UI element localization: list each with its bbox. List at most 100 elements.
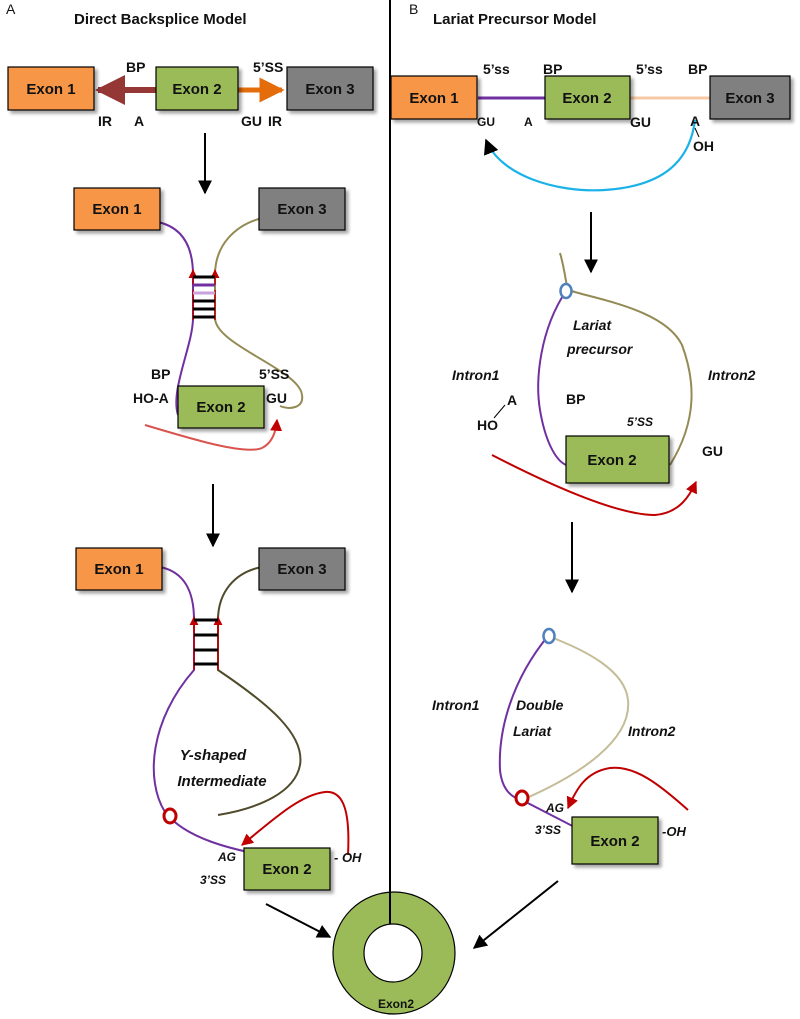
b1-exon1-box <box>390 75 478 120</box>
b3-intron1-label: Intron1 <box>432 697 480 713</box>
b2-ho-label: HO <box>477 417 498 433</box>
b3-exon2-box <box>571 816 659 865</box>
b3-exon2-label: Exon 2 <box>590 833 639 850</box>
a1-exon1-label: Exon 1 <box>26 81 75 98</box>
panel-b-title: Lariat Precursor Model <box>433 11 596 28</box>
b3-double-line1: Double <box>516 697 564 713</box>
a3-pairing-rungs <box>194 618 218 666</box>
a-row2: Exon 1 Exon 3 Exon 2 BP 5’SS HO-A GU <box>73 187 346 451</box>
b3-top-circle <box>542 627 556 645</box>
a1-exon1-box <box>7 66 95 111</box>
b2-bp-label: BP <box>566 391 585 407</box>
a1-exon3-box <box>286 66 374 111</box>
circular-rna: Exon2 <box>332 891 456 1015</box>
b3-intron2-label: Intron2 <box>628 723 676 739</box>
b2-intron2-strand <box>559 252 693 466</box>
b1-cyan-arrow <box>484 119 697 192</box>
a3-exon3-label: Exon 3 <box>277 561 326 578</box>
b1-bp-right-label: BP <box>688 61 707 77</box>
b3-double-line2: Lariat <box>513 723 552 739</box>
a2-exon1-label: Exon 1 <box>92 201 141 218</box>
b2-intron1-label: Intron1 <box>452 367 500 383</box>
panel-a-title: Direct Backsplice Model <box>74 11 247 28</box>
b1-a-oh-tick <box>694 127 700 138</box>
a1-exon3-label: Exon 3 <box>305 81 354 98</box>
a1-a-label: A <box>134 113 144 129</box>
a2-exon2-label: Exon 2 <box>196 399 245 416</box>
a1-bp-label: BP <box>126 59 145 75</box>
b-to-circ-arrow <box>472 880 559 949</box>
a2-ho-a-label: HO-A <box>133 390 169 406</box>
b1-gu-left-label: GU <box>477 115 495 129</box>
a2-ligation-arrow <box>144 418 283 451</box>
a3-lariat-circle <box>162 807 178 825</box>
b2-lariat-circle <box>559 282 573 300</box>
a1-exon2-box <box>155 66 239 111</box>
panel-a-letter: A <box>6 1 16 17</box>
a1-ir-left: IR <box>98 113 112 129</box>
b3-intron2-strand <box>521 635 630 801</box>
a2-pairing-rungs <box>193 275 215 319</box>
a3-exon1-box <box>75 547 163 591</box>
b2-exon2-label: Exon 2 <box>587 452 636 469</box>
b-row1: Exon 1 Exon 2 Exon 3 5’ss BP 5’ss BP GU … <box>390 61 791 192</box>
b3-ag-label: AG <box>545 801 564 815</box>
b1-5ss-right-label: 5’ss <box>636 61 663 77</box>
a2-exon3-box <box>258 187 346 231</box>
b3-3ss-label: 3’SS <box>535 823 561 837</box>
b1-gu-right-label: GU <box>630 114 651 130</box>
b1-exon2-label: Exon 2 <box>562 90 611 107</box>
a2-intron2-strand <box>214 217 304 409</box>
a1-ir-right: IR <box>268 113 282 129</box>
a3-ag-label: AG <box>217 850 236 864</box>
a3-intron2-strand <box>217 566 302 816</box>
a-to-circ-arrow <box>265 903 332 938</box>
a2-exon1-box <box>73 187 161 231</box>
a3-y-shaped-line2: Intermediate <box>177 773 266 790</box>
a3-intron1-strand <box>152 566 281 859</box>
b1-exon3-label: Exon 3 <box>725 90 774 107</box>
a3-exon2-box <box>243 847 331 891</box>
a2-gu-label: GU <box>266 390 287 406</box>
a3-oh-label: - OH <box>334 850 362 865</box>
b2-intron1-strand <box>537 290 567 466</box>
b1-oh-label: OH <box>693 138 714 154</box>
a-row3: Exon 1 Exon 3 Y-shaped Intermediate Exon… <box>75 547 362 891</box>
b2-gu-label: GU <box>702 443 723 459</box>
a1-gu-label: GU <box>241 113 262 129</box>
a3-exon2-label: Exon 2 <box>262 861 311 878</box>
circ-label: Exon2 <box>378 997 414 1011</box>
b1-exon3-box <box>709 75 791 120</box>
b3-ligation-arrow <box>566 766 689 811</box>
b3-intron1-strand <box>498 635 581 831</box>
b3-oh-label: -OH <box>662 824 686 839</box>
a1-exon2-label: Exon 2 <box>172 81 221 98</box>
a2-bp-label: BP <box>151 366 170 382</box>
a2-exon2-box <box>177 385 265 429</box>
b1-a-right-label: A <box>690 113 700 129</box>
a3-y-shaped-line1: Y-shaped <box>180 747 247 764</box>
b1-exon2-box <box>544 75 631 120</box>
b2-intron2-label: Intron2 <box>708 367 756 383</box>
b-row2: Exon 2 Lariat precursor Intron1 Intron2 … <box>452 252 756 517</box>
b2-lariat-line1: Lariat <box>573 317 612 333</box>
b2-lariat-line2: precursor <box>566 341 634 357</box>
b2-exon2-box <box>565 435 670 484</box>
a3-3ss-label: 3’SS <box>200 873 226 887</box>
b2-ho-a-tick <box>493 404 506 419</box>
a1-5ss-label: 5’SS <box>253 59 283 75</box>
a3-exon3-box <box>258 547 346 591</box>
a2-exon3-label: Exon 3 <box>277 201 326 218</box>
a2-5ss-label: 5’SS <box>259 366 289 382</box>
b2-ligation-arrow <box>491 454 697 517</box>
b1-exon1-label: Exon 1 <box>409 90 458 107</box>
b1-5ss-left-label: 5’ss <box>483 61 510 77</box>
b2-a-label: A <box>507 392 517 408</box>
b3-lariat-circle <box>514 789 530 807</box>
b2-5ss-label: 5’SS <box>627 415 653 429</box>
circ-inner-hole <box>363 923 423 983</box>
b-row3: Exon 2 Double Lariat Intron1 Intron2 AG … <box>432 627 689 865</box>
a-row1: Exon 1 Exon 2 Exon 3 BP 5’SS IR A GU IR <box>7 59 374 129</box>
